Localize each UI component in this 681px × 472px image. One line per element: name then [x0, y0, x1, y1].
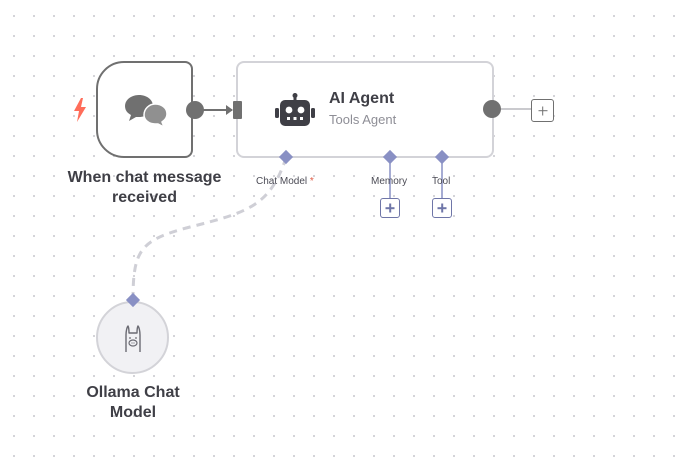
trigger-node[interactable] — [96, 61, 204, 158]
trigger-node-label: When chat message received — [67, 169, 222, 206]
tool-label: Tool — [432, 176, 451, 187]
ollama-chat-model-node[interactable] — [96, 301, 169, 374]
llama-icon — [125, 325, 141, 352]
add-node-button[interactable] — [531, 99, 554, 122]
add-memory-button[interactable] — [380, 198, 400, 218]
agent-input-handle[interactable] — [233, 101, 242, 119]
robot-icon — [275, 93, 315, 126]
chat-model-label: Chat Model * — [256, 176, 314, 187]
output-handle[interactable] — [186, 101, 204, 119]
chat-bubbles-icon — [125, 95, 168, 129]
add-tool-button[interactable] — [432, 198, 452, 218]
lightning-bolt-icon — [74, 98, 86, 122]
agent-output-handle[interactable] — [483, 100, 501, 118]
required-marker: * — [309, 176, 314, 187]
ai-agent-title: AI Agent — [329, 90, 395, 107]
ai-agent-subtitle: Tools Agent — [329, 112, 397, 127]
chat-model-label-text: Chat Model — [256, 176, 308, 187]
ollama-node-label: Ollama Chat Model — [86, 384, 180, 421]
connection-ollama-chat-model[interactable] — [131, 157, 288, 301]
connection-arrow — [226, 105, 233, 115]
memory-label: Memory — [371, 176, 408, 187]
